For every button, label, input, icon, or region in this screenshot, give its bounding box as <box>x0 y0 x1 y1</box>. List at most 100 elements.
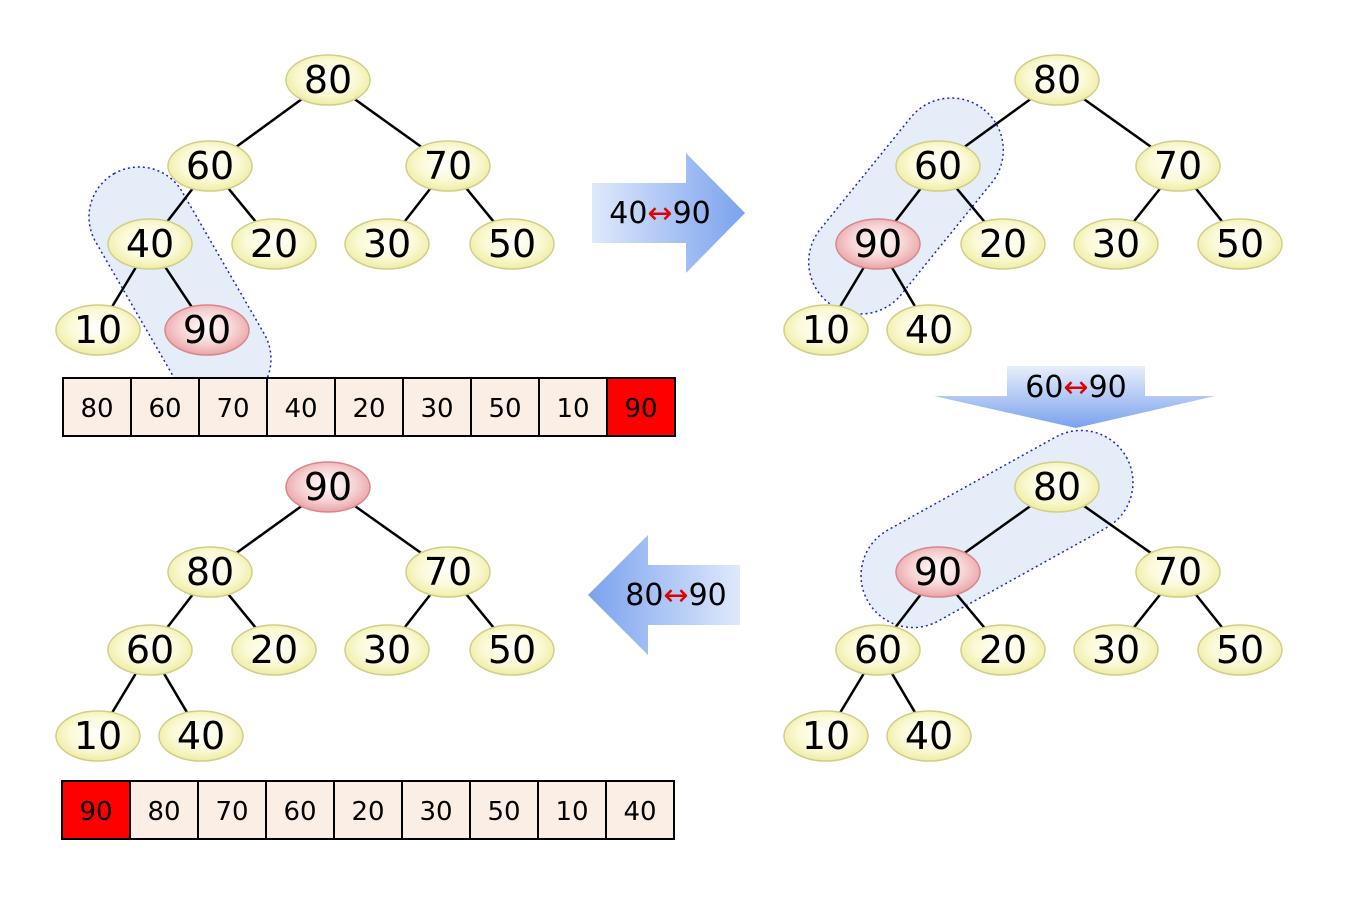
arrow-left: 80↔90 <box>588 535 740 655</box>
node-label: 20 <box>979 222 1027 266</box>
cell-box <box>538 377 608 437</box>
tree-node: 10 <box>55 710 141 762</box>
node-label: 80 <box>304 58 352 102</box>
node-label: 20 <box>250 222 298 266</box>
node-label: 60 <box>914 144 962 188</box>
node-label: 80 <box>1033 465 1081 509</box>
cell-value: 20 <box>351 797 384 827</box>
array-cell: 60 <box>130 377 200 437</box>
tree-edge <box>839 266 865 308</box>
node-ellipse <box>231 218 317 270</box>
tree-node: 40 <box>886 304 972 356</box>
node-ellipse <box>167 140 253 192</box>
node-label: 10 <box>802 308 850 352</box>
node-label: 50 <box>1216 222 1264 266</box>
cell-value: 30 <box>420 394 453 424</box>
cell-box <box>61 780 131 840</box>
cell-box <box>197 780 267 840</box>
tree-node: 50 <box>469 218 555 270</box>
node-label: 30 <box>363 222 411 266</box>
tree-edge <box>166 187 194 223</box>
tree-edge <box>235 98 303 148</box>
node-label: 60 <box>854 628 902 672</box>
node-ellipse <box>1197 624 1283 676</box>
node-ellipse <box>405 140 491 192</box>
array-cell: 60 <box>265 780 335 840</box>
cell-value: 10 <box>555 797 588 827</box>
swap-symbol: ↔ <box>1063 370 1088 405</box>
arrow-right: 40↔90 <box>592 153 745 273</box>
tree-node: 30 <box>1073 624 1159 676</box>
tree-node: 30 <box>344 218 430 270</box>
array-cell: 30 <box>401 780 471 840</box>
node-ellipse <box>55 304 141 356</box>
cell-box <box>62 377 132 437</box>
node-ellipse <box>285 461 371 513</box>
tree-edge <box>403 593 432 629</box>
svg-text:40↔90: 40↔90 <box>609 196 711 231</box>
cell-value: 70 <box>216 394 249 424</box>
node-ellipse <box>1135 140 1221 192</box>
node-label: 30 <box>363 628 411 672</box>
svg-text:60↔90: 60↔90 <box>1025 370 1127 405</box>
array-cell: 80 <box>62 377 132 437</box>
tree-edge <box>354 505 422 554</box>
tree-edge <box>1194 187 1224 223</box>
node-ellipse <box>835 218 921 270</box>
arrow-down-to: 90 <box>1089 370 1127 405</box>
node-label: 90 <box>914 550 962 594</box>
array-cell: 70 <box>198 377 268 437</box>
cell-value: 90 <box>79 797 112 827</box>
tree-edge <box>354 98 422 148</box>
tree-edge <box>236 505 302 554</box>
cell-box <box>606 377 676 437</box>
node-label: 40 <box>905 714 953 758</box>
array-cell: 30 <box>402 377 472 437</box>
cell-value: 40 <box>623 797 656 827</box>
node-ellipse <box>886 304 972 356</box>
node-ellipse <box>960 218 1046 270</box>
node-label: 40 <box>905 308 953 352</box>
tree-node: 60 <box>835 624 921 676</box>
node-label: 50 <box>1216 628 1264 672</box>
node-label: 60 <box>186 144 234 188</box>
tree-edge <box>465 593 495 629</box>
tree-node: 20 <box>231 218 317 270</box>
tree-edge <box>166 593 194 629</box>
tree-edge <box>1194 593 1224 629</box>
node-ellipse <box>167 546 253 598</box>
svg-text:80↔90: 80↔90 <box>625 578 727 613</box>
node-ellipse <box>344 624 430 676</box>
node-ellipse <box>1073 624 1159 676</box>
node-label: 70 <box>1154 550 1202 594</box>
node-label: 50 <box>488 222 536 266</box>
tree-edge <box>227 593 257 629</box>
node-ellipse <box>164 304 250 356</box>
tree-node: 60 <box>895 140 981 192</box>
cell-box <box>605 780 675 840</box>
node-label: 10 <box>74 714 122 758</box>
array-cell: 70 <box>197 780 267 840</box>
cell-box <box>402 377 472 437</box>
arrow-down-from: 60 <box>1025 370 1063 405</box>
node-label: 30 <box>1092 628 1140 672</box>
tree-node: 30 <box>344 624 430 676</box>
node-label: 60 <box>126 628 174 672</box>
node-ellipse <box>895 546 981 598</box>
cell-value: 50 <box>487 797 520 827</box>
node-label: 10 <box>74 308 122 352</box>
node-ellipse <box>1014 461 1100 513</box>
tree-node: 70 <box>405 140 491 192</box>
tree-edge <box>890 266 917 308</box>
tree-node: 40 <box>158 710 244 762</box>
tree-node: 50 <box>1197 218 1283 270</box>
tree-edge <box>890 672 917 714</box>
node-ellipse <box>158 710 244 762</box>
node-ellipse <box>107 218 193 270</box>
node-label: 80 <box>186 550 234 594</box>
